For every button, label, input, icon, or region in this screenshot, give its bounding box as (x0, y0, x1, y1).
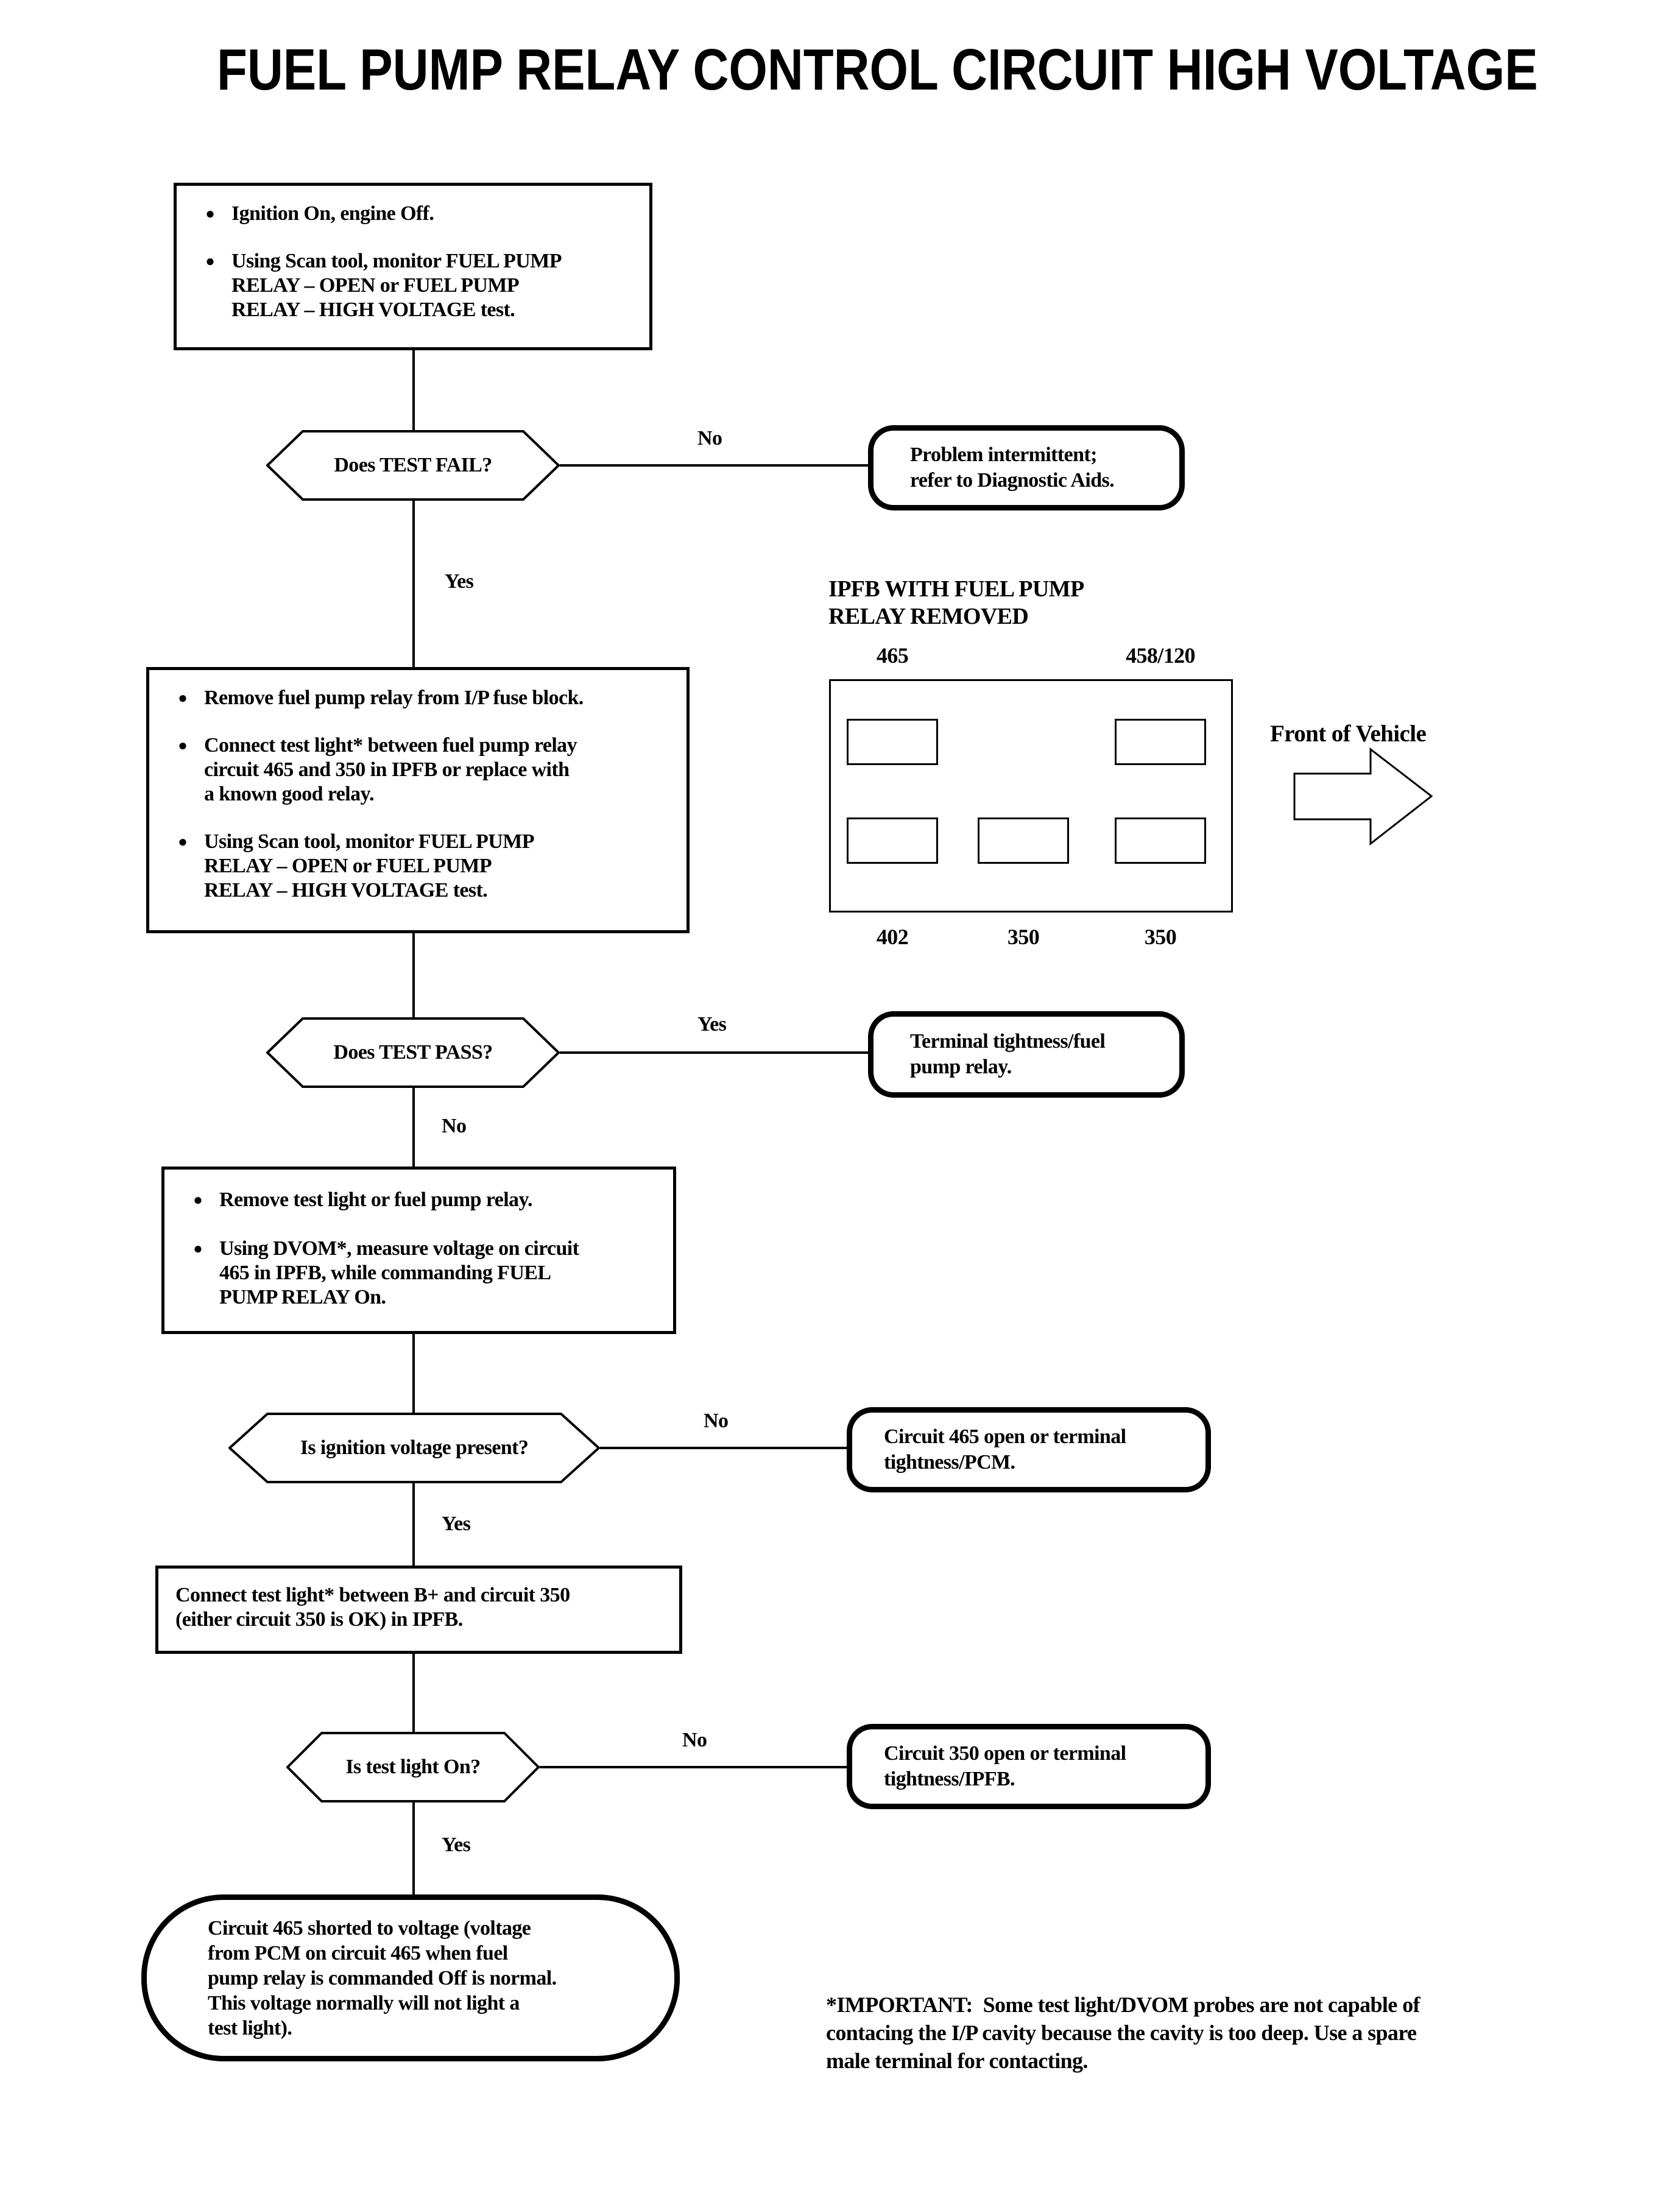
branch-label-no: No (682, 1729, 707, 1751)
connector-line (412, 1334, 415, 1413)
ipfb-cavity-bottom-center (978, 817, 1069, 864)
connector-line (560, 464, 868, 467)
bullet-icon: ● (193, 1240, 203, 1257)
pin-label-465: 465 (876, 643, 909, 668)
bullet-icon: ● (178, 736, 188, 754)
bullet-item: ● Using DVOM*, measure voltage on circui… (177, 1237, 667, 1310)
result-text: Terminal tightness/fuel pump relay. (910, 1030, 1106, 1078)
step-text: Connect test light* between B+ and circu… (175, 1584, 570, 1631)
page-title: FUEL PUMP RELAY CONTROL CIRCUIT HIGH VOL… (217, 37, 1538, 102)
branch-label-yes: Yes (442, 1834, 471, 1856)
bullet-icon: ● (193, 1191, 203, 1209)
bullet-item: ● Remove test light or fuel pump relay. (177, 1188, 667, 1212)
hexagon-shape (266, 1017, 560, 1088)
bullet-item: ● Using Scan tool, monitor FUEL PUMP REL… (189, 249, 643, 322)
pin-label-350-a: 350 (1007, 925, 1040, 949)
branch-label-yes: Yes (697, 1013, 727, 1036)
ipfb-header: IPFB WITH FUEL PUMP RELAY REMOVED (828, 576, 1084, 629)
branch-label-yes: Yes (442, 1513, 471, 1535)
hexagon-shape (266, 430, 560, 501)
result-text: Circuit 465 open or terminal tightness/P… (884, 1425, 1126, 1474)
result-circuit-350-open: Circuit 350 open or terminal tightness/I… (847, 1724, 1211, 1809)
bullet-item: ● Using Scan tool, monitor FUEL PUMP REL… (161, 830, 680, 903)
connector-line (412, 1088, 415, 1167)
decision-text: Is ignition voltage present? (300, 1436, 529, 1459)
decision-ignition-voltage: Is ignition voltage present? (228, 1413, 600, 1483)
connector-line (412, 500, 415, 667)
decision-text: Does TEST FAIL? (334, 454, 492, 476)
bullet-item: ● Remove fuel pump relay from I/P fuse b… (161, 686, 680, 710)
hexagon-shape (286, 1732, 540, 1802)
bullet-item: ● Ignition On, engine Off. (189, 202, 643, 226)
step-box-remove-test-light: ● Remove test light or fuel pump relay. … (161, 1167, 676, 1334)
pin-label-458-120: 458/120 (1126, 643, 1195, 668)
connector-line (412, 1654, 415, 1732)
decision-test-light-on: Is test light On? (286, 1732, 540, 1802)
decision-text: Does TEST PASS? (333, 1041, 493, 1064)
bullet-text: Ignition On, engine Off. (231, 202, 434, 225)
decision-text: Is test light On? (345, 1756, 481, 1778)
decision-does-test-fail: Does TEST FAIL? (266, 430, 560, 501)
branch-label-yes: Yes (445, 570, 474, 593)
ipfb-diagram (829, 679, 1233, 913)
result-terminal-tightness: Terminal tightness/fuel pump relay. (868, 1011, 1185, 1098)
branch-label-no: No (704, 1410, 729, 1432)
step-box-ignition-on: ● Ignition On, engine Off. ● Using Scan … (174, 183, 652, 350)
step-box-remove-relay: ● Remove fuel pump relay from I/P fuse b… (146, 667, 690, 933)
front-of-vehicle-label: Front of Vehicle (1270, 721, 1427, 747)
bullet-text: Using Scan tool, monitor FUEL PUMP RELAY… (231, 250, 562, 321)
branch-label-no: No (442, 1115, 467, 1137)
front-of-vehicle-arrow-icon (1290, 746, 1436, 850)
connector-line (600, 1447, 847, 1449)
connector-line (560, 1051, 868, 1054)
hexagon-shape (228, 1413, 600, 1483)
conclusion-text: Circuit 465 shorted to voltage (voltage … (208, 1916, 557, 2039)
result-text: Problem intermittent; refer to Diagnosti… (910, 443, 1115, 492)
bullet-icon: ● (205, 205, 215, 222)
ipfb-cavity-bottom-right (1115, 817, 1206, 864)
decision-does-test-pass: Does TEST PASS? (266, 1017, 560, 1088)
bullet-icon: ● (205, 252, 215, 270)
bullet-text: Using DVOM*, measure voltage on circuit … (219, 1237, 579, 1308)
connector-line (412, 1483, 415, 1566)
connector-line (412, 1802, 415, 1894)
bullet-text: Connect test light* between fuel pump re… (204, 734, 577, 805)
step-box-connect-test-light: Connect test light* between B+ and circu… (155, 1566, 682, 1654)
bullet-item: ● Connect test light* between fuel pump … (161, 733, 680, 807)
pin-label-350-b: 350 (1144, 925, 1177, 949)
bullet-icon: ● (178, 833, 188, 850)
connector-line (540, 1766, 847, 1768)
branch-label-no: No (697, 427, 722, 450)
pin-label-402: 402 (876, 925, 909, 949)
connector-line (412, 350, 415, 434)
ipfb-cavity-bottom-left (847, 817, 938, 864)
result-problem-intermittent: Problem intermittent; refer to Diagnosti… (868, 425, 1185, 510)
important-footnote: *IMPORTANT: Some test light/DVOM probes … (826, 1993, 1420, 2073)
bullet-text: Remove fuel pump relay from I/P fuse blo… (204, 687, 584, 709)
ipfb-cavity-top-right (1115, 719, 1206, 765)
conclusion-circuit-465-shorted: Circuit 465 shorted to voltage (voltage … (141, 1894, 680, 2061)
result-text: Circuit 350 open or terminal tightness/I… (884, 1742, 1126, 1790)
connector-line (412, 933, 415, 1017)
bullet-text: Using Scan tool, monitor FUEL PUMP RELAY… (204, 830, 534, 902)
result-circuit-465-open: Circuit 465 open or terminal tightness/P… (847, 1407, 1211, 1492)
ipfb-cavity-top-left (847, 719, 938, 765)
bullet-icon: ● (178, 689, 188, 707)
bullet-text: Remove test light or fuel pump relay. (219, 1188, 532, 1211)
